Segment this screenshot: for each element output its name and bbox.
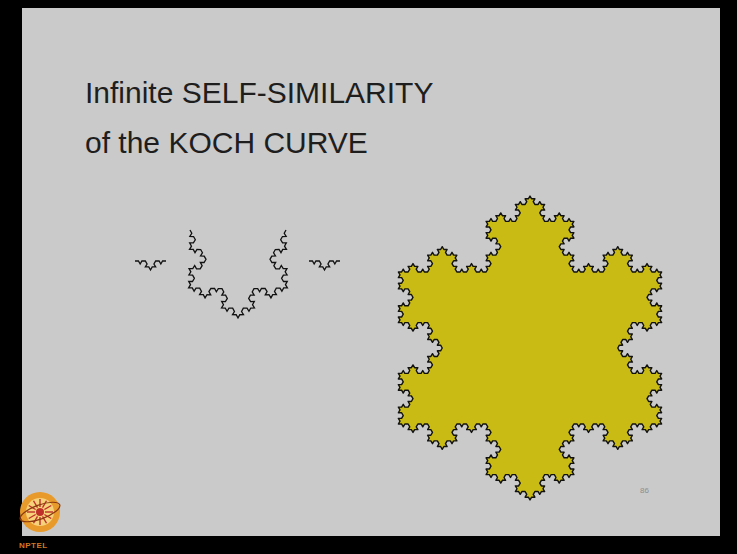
- logo-disc: [20, 492, 60, 532]
- logo-ray: [27, 511, 35, 512]
- logo-center: [36, 508, 44, 516]
- logo-ray: [39, 499, 40, 507]
- logo-ray: [29, 515, 36, 519]
- slide-title: Infinite SELF-SIMILARITY of the KOCH CUR…: [85, 68, 455, 168]
- koch-piece: [309, 261, 340, 270]
- logo-orbit: [18, 498, 62, 526]
- logo-ray: [39, 517, 40, 525]
- koch-snowflake: [398, 196, 661, 500]
- page-number: 86: [640, 486, 649, 495]
- koch-piece: [135, 261, 166, 270]
- logo-ray: [44, 506, 51, 510]
- logo-ray: [45, 511, 53, 512]
- koch-piece: [189, 230, 288, 318]
- nptel-logo: [18, 492, 62, 532]
- logo-text: NPTEL: [19, 541, 48, 551]
